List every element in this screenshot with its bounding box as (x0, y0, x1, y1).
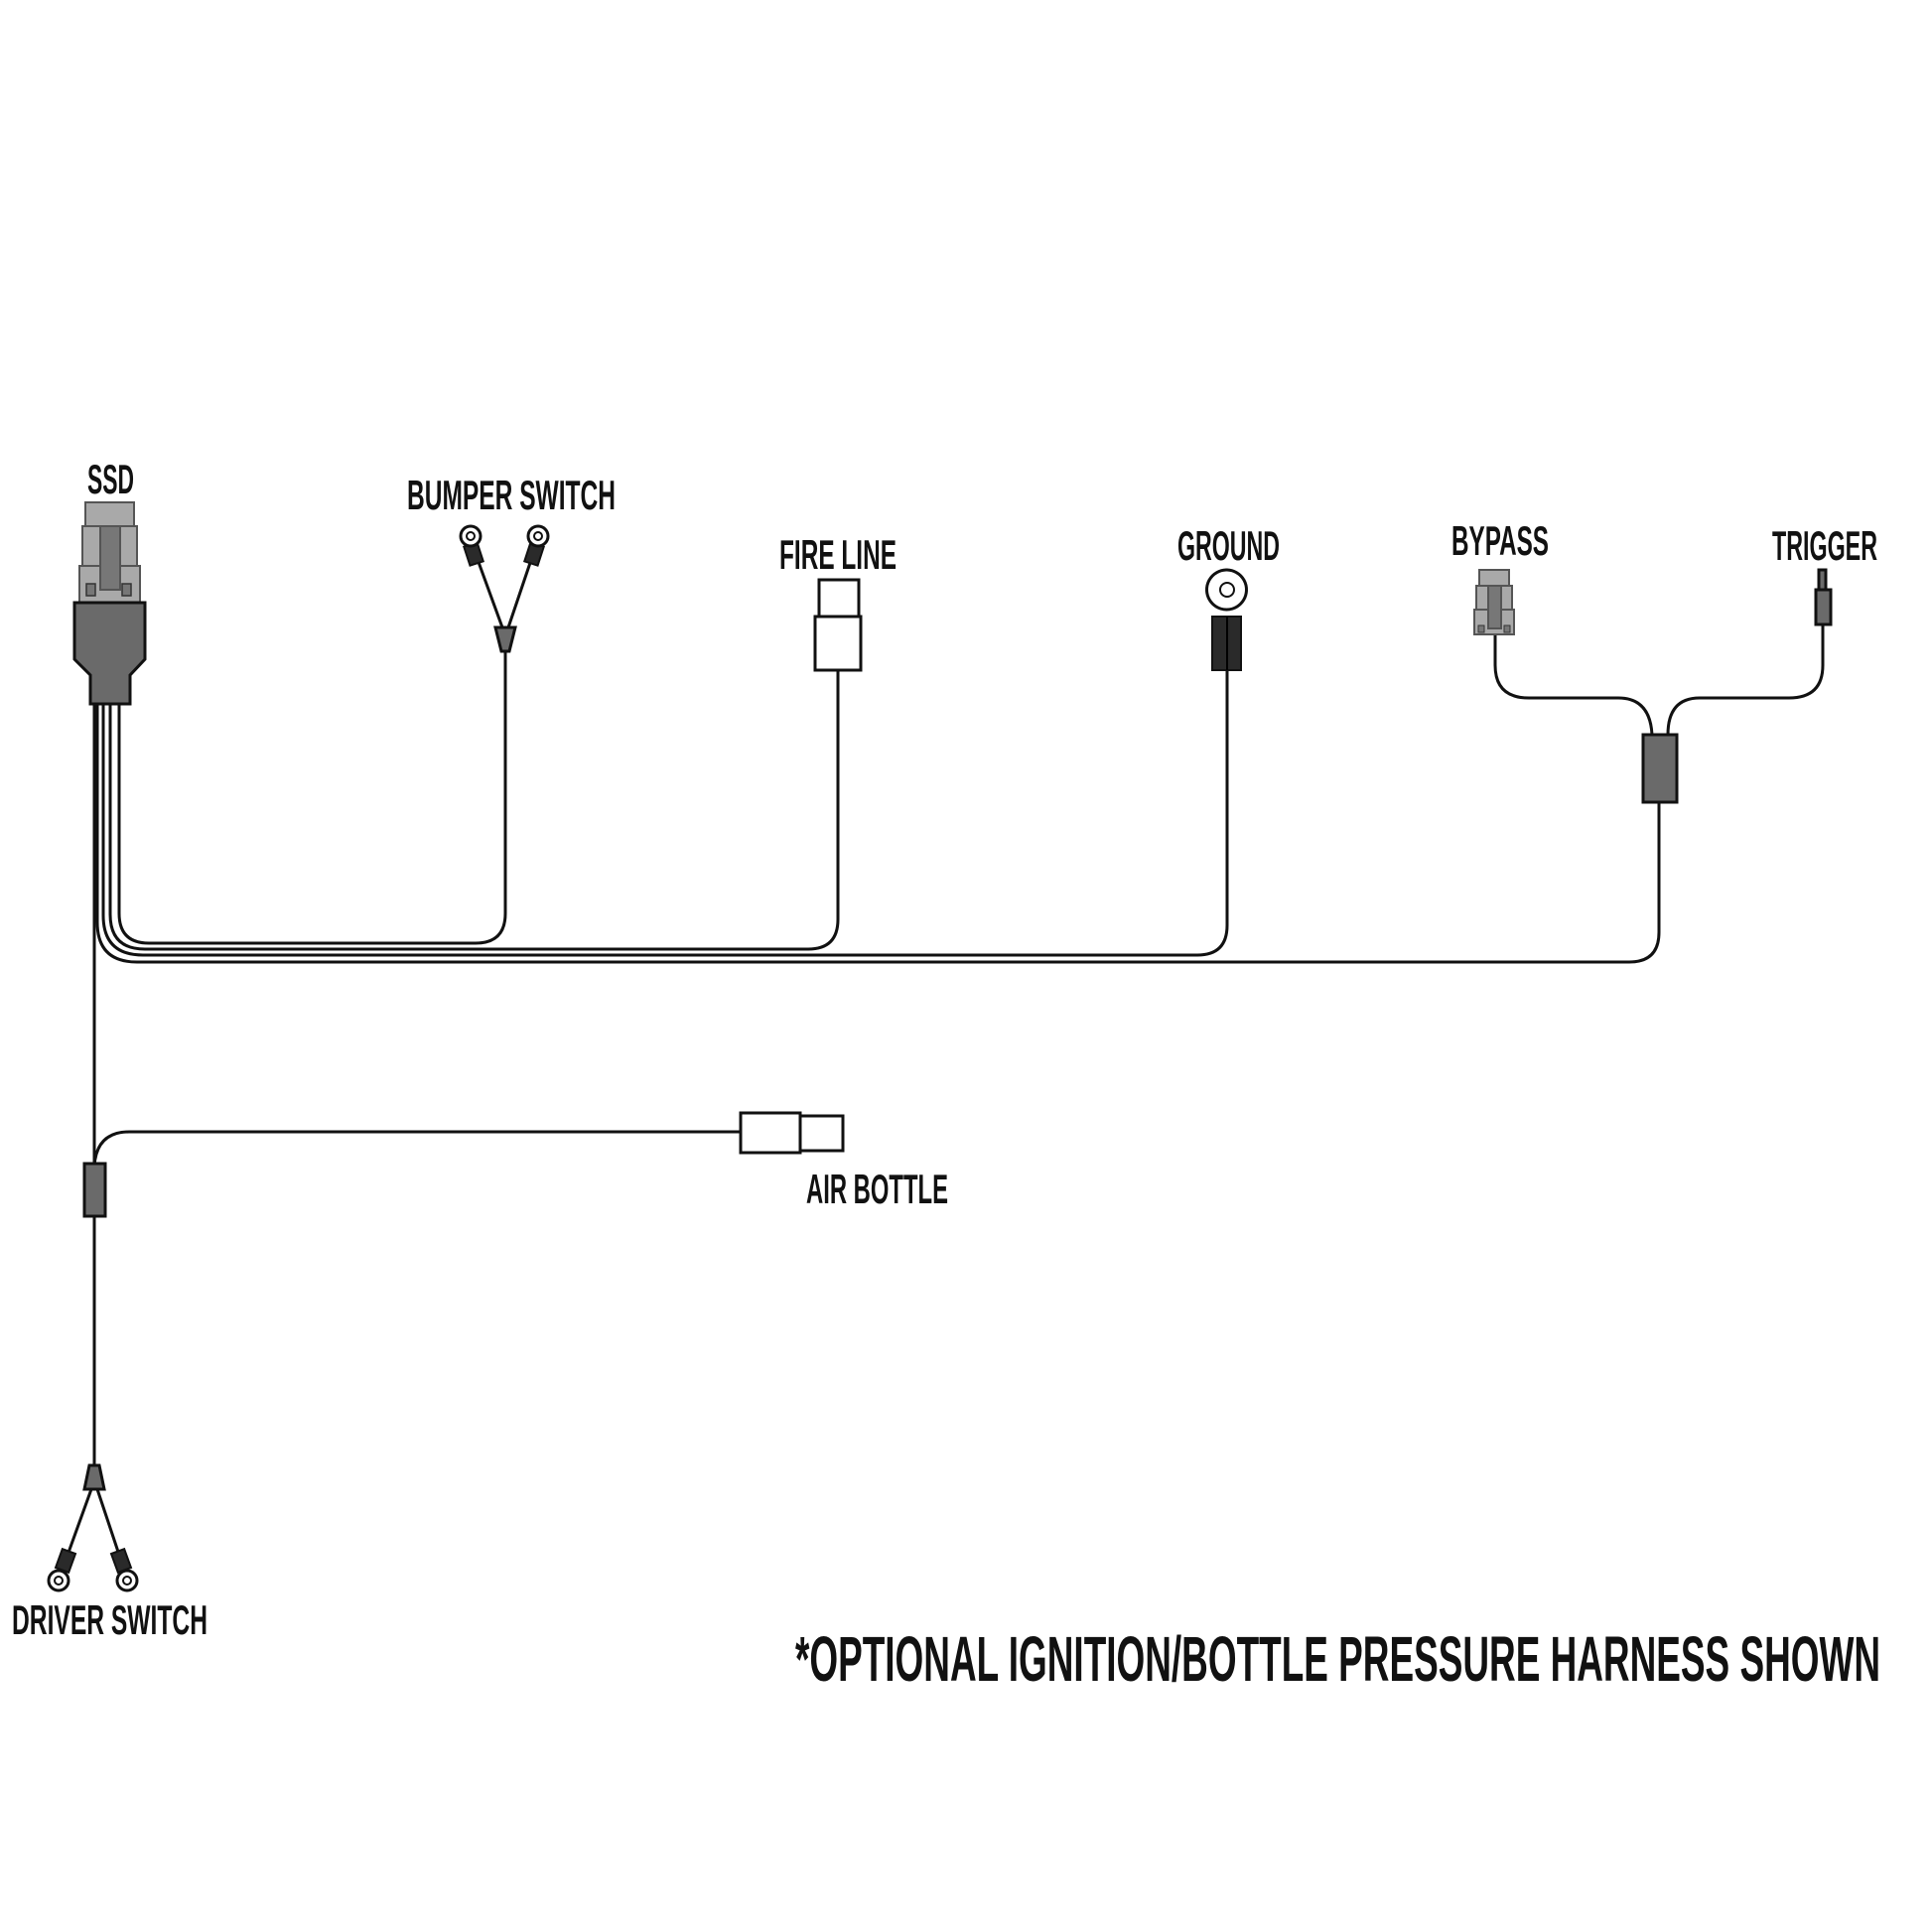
wire-driver-switch-left (64, 1488, 93, 1562)
air-bottle-connector (739, 1111, 845, 1155)
label-ground: GROUND (1177, 522, 1280, 569)
wire-bypass (1493, 634, 1654, 736)
wire-bumper-right (506, 553, 535, 628)
footnote: *OPTIONAL IGNITION/BOTTLE PRESSURE HARNE… (795, 1623, 1880, 1695)
label-ssd: SSD (87, 456, 134, 502)
wires (64, 553, 1825, 1562)
wire-bumper-left (474, 553, 504, 628)
ground-ring-terminal (1205, 568, 1248, 671)
bumper-switch-connector (459, 524, 550, 653)
wire-trigger (1666, 624, 1825, 736)
wire-trigger-bypass (95, 704, 1661, 964)
wire-ground (101, 670, 1229, 957)
label-air-bottle: AIR BOTTLE (806, 1166, 948, 1212)
label-trigger: TRIGGER (1772, 522, 1877, 569)
air-bottle-junction (82, 1162, 107, 1218)
trigger-connector (1814, 568, 1833, 626)
bypass-trigger-junction (1641, 733, 1679, 804)
label-bumper-switch: BUMPER SWITCH (407, 472, 616, 518)
ssd-connector (72, 501, 147, 706)
label-bypass: BYPASS (1451, 517, 1549, 564)
wire-driver-switch-right (95, 1488, 123, 1562)
fire-line-connector (813, 578, 863, 672)
bypass-connector (1473, 569, 1515, 635)
label-fire-line: FIRE LINE (779, 531, 897, 578)
label-driver-switch: DRIVER SWITCH (12, 1596, 207, 1643)
wire-fire-line (108, 670, 840, 951)
wire-bumper-switch (117, 651, 507, 945)
wire-air-bottle (92, 1130, 741, 1168)
driver-switch-connector (47, 1463, 139, 1592)
